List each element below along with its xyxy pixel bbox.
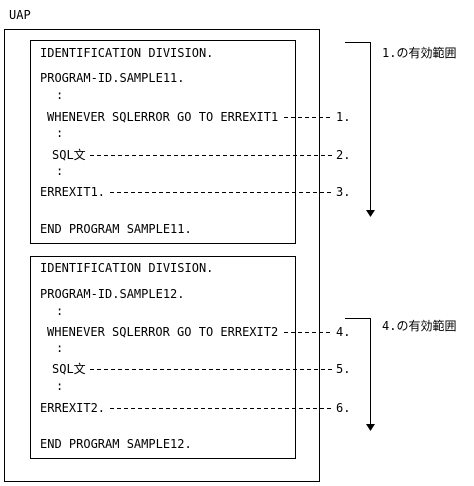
p1-identification-division: IDENTIFICATION DIVISION. <box>40 46 214 60</box>
scope-arrow-1 <box>345 42 371 210</box>
marker-6: 6. <box>336 401 351 415</box>
p1-colon-2: : <box>56 126 64 140</box>
program2-box <box>30 256 296 459</box>
p1-whenever-statement: WHENEVER SQLERROR GO TO ERREXIT1 <box>47 110 279 124</box>
p1-sql-statement: SQL文 <box>52 148 86 162</box>
p2-errexit-label: ERREXIT2. <box>40 401 106 415</box>
marker-3: 3. <box>336 185 351 199</box>
p1-colon-1: : <box>56 88 64 102</box>
p2-end-program: END PROGRAM SAMPLE12. <box>40 437 192 451</box>
uap-label: UAP <box>9 8 31 22</box>
marker-1: 1. <box>336 110 351 124</box>
p1-colon-3: : <box>56 164 64 178</box>
marker-2: 2. <box>336 148 351 162</box>
marker-4: 4. <box>336 325 351 339</box>
p2-sql-statement: SQL文 <box>52 362 86 376</box>
p2-identification-division: IDENTIFICATION DIVISION. <box>40 261 214 275</box>
p2-whenever-statement: WHENEVER SQLERROR GO TO ERREXIT2 <box>47 325 279 339</box>
p2-colon-2: : <box>56 341 64 355</box>
scope-arrow-2-head <box>366 424 375 431</box>
scope-arrow-2 <box>345 318 371 424</box>
scope-label-2: 4.の有効範囲 <box>382 319 457 333</box>
marker-5: 5. <box>336 362 351 376</box>
p1-end-program: END PROGRAM SAMPLE11. <box>40 222 192 236</box>
program1-box <box>30 40 296 244</box>
uap-outer-box <box>4 29 320 482</box>
p1-program-id: PROGRAM-ID.SAMPLE11. <box>40 71 185 85</box>
scope-label-1: 1.の有効範囲 <box>382 46 457 60</box>
p2-program-id: PROGRAM-ID.SAMPLE12. <box>40 287 185 301</box>
p2-colon-1: : <box>56 304 64 318</box>
p2-colon-3: : <box>56 379 64 393</box>
scope-arrow-1-head <box>366 210 375 217</box>
p1-errexit-label: ERREXIT1. <box>40 185 106 199</box>
